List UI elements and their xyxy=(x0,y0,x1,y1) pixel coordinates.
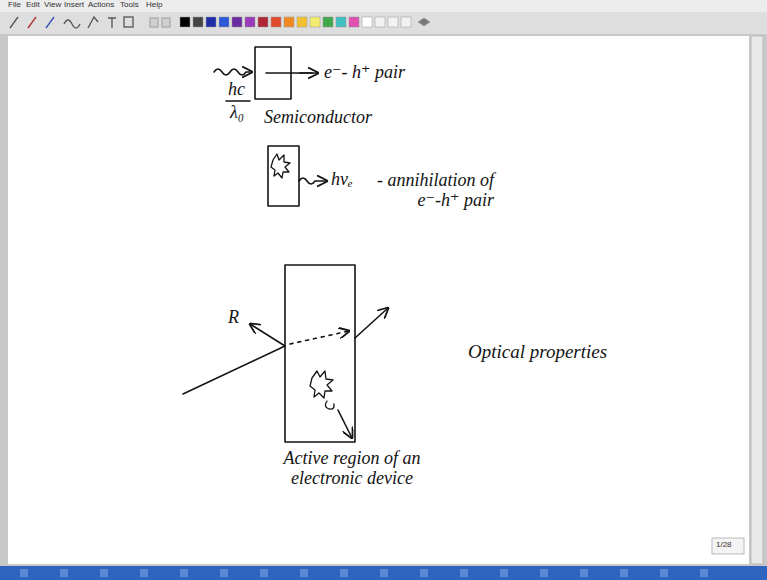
menu-item: Actions xyxy=(88,1,114,10)
tool-bar xyxy=(0,12,767,34)
active-region-slab xyxy=(285,265,355,442)
photon-energy: hνₑ xyxy=(331,170,353,190)
pair-arrow xyxy=(300,72,318,74)
emitter-slab xyxy=(268,146,299,206)
transmitted-ray xyxy=(355,308,388,338)
absorption-burst xyxy=(310,371,333,398)
region-pointer xyxy=(338,410,352,438)
menu-item: File xyxy=(8,1,21,10)
menu-item: View xyxy=(44,1,61,10)
topic-heading: Optical properties xyxy=(468,342,607,363)
tool-icons xyxy=(10,17,170,28)
photon-out xyxy=(299,178,327,184)
task-bar xyxy=(0,566,767,580)
scrollbar xyxy=(751,36,763,564)
photon-in xyxy=(214,69,252,75)
menu-item: Insert xyxy=(64,1,84,10)
process-note: - annihilation of e⁻-h⁺ pair xyxy=(364,171,494,211)
region-label: Active region of an electronic device xyxy=(282,449,422,489)
task-bar-cells xyxy=(20,569,708,577)
fraction-bar xyxy=(226,100,250,102)
recombination-burst xyxy=(271,154,290,178)
menu-bar xyxy=(0,0,767,12)
energy-denominator: λ₀ xyxy=(230,103,244,123)
menu-item: Tools xyxy=(120,1,139,10)
transmitted-ray-inside xyxy=(290,331,349,344)
reflection-label: R xyxy=(228,308,239,328)
menu-item: Help xyxy=(146,1,162,10)
energy-numerator: hc xyxy=(228,80,245,100)
electron-squiggle xyxy=(325,401,334,409)
reflected-ray xyxy=(250,324,285,346)
color-palette xyxy=(180,17,430,27)
pair-label: e⁻- h⁺ pair xyxy=(324,63,405,83)
page xyxy=(8,36,749,564)
incident-ray xyxy=(183,346,285,394)
page-counter-box xyxy=(712,538,744,554)
menu-item: Edit xyxy=(26,1,40,10)
material-label: Semiconductor xyxy=(264,108,372,128)
page-counter: 1/28 xyxy=(716,541,732,550)
